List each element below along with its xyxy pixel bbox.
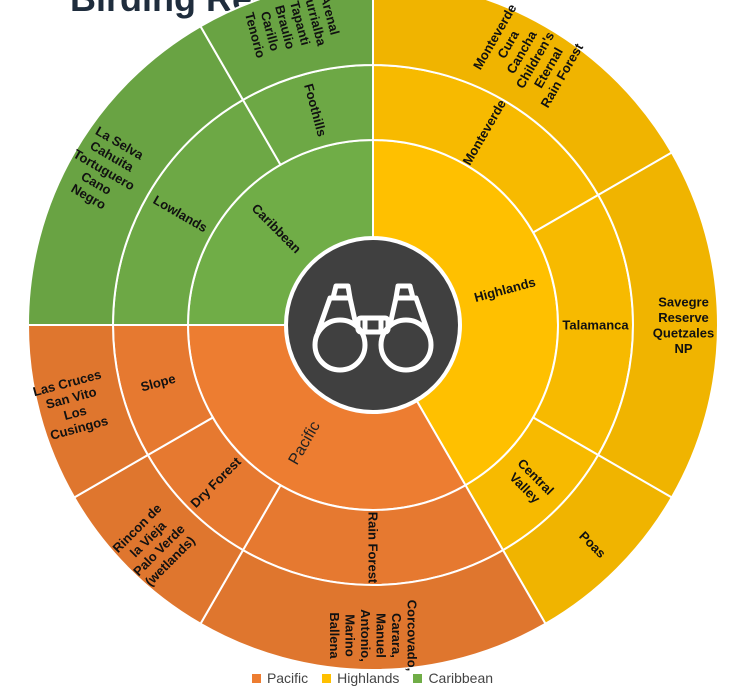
label-sites-rain-forest: Corcovado,Carara,ManuelAntonio,MarinoBal…: [327, 600, 420, 672]
legend-label: Highlands: [337, 670, 400, 686]
legend-swatch: [413, 673, 423, 683]
chart-legend: Pacific Highlands Caribbean: [0, 670, 745, 686]
ring-site-foothills: [199, 0, 374, 102]
legend-item-caribbean: Caribbean: [413, 670, 493, 686]
center-circle: [288, 240, 458, 410]
legend-swatch: [322, 673, 332, 683]
legend-swatch: [251, 673, 261, 683]
binoculars-icon: [312, 283, 434, 373]
legend-item-pacific: Pacific: [251, 670, 309, 686]
center-hub: [285, 237, 461, 413]
label-sites-foothills: ArenalTurrialbaTapantiBraulioCarilloTeno…: [241, 0, 345, 64]
label-sub-rain-forest: Rain Forest: [366, 512, 381, 584]
legend-label: Caribbean: [428, 670, 494, 686]
label-sub-talamanca: Talamanca: [562, 318, 629, 333]
sunburst-wedges: [26, 0, 719, 671]
legend-label: Pacific: [266, 670, 309, 686]
legend-item-highlands: Highlands: [322, 670, 399, 686]
